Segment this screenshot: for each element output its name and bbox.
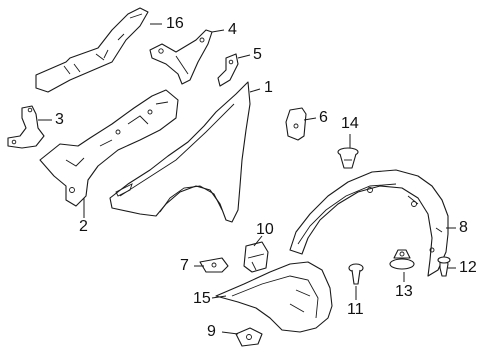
leader-9 (221, 331, 239, 335)
leader-4 (211, 29, 225, 33)
callout-12: 12 (459, 259, 477, 276)
callout-6: 6 (319, 109, 328, 126)
callout-7: 7 (180, 257, 189, 274)
callout-8: 8 (459, 219, 468, 236)
callout-9: 9 (207, 323, 216, 340)
part-4-bracket (149, 29, 213, 85)
part-15-splash-shield (215, 261, 333, 333)
part-10-damper (243, 241, 269, 273)
callout-13: 13 (395, 283, 413, 300)
leader-10 (253, 235, 263, 247)
part-12-screw (437, 256, 451, 277)
leader-lines (38, 23, 456, 335)
leader-6 (303, 117, 317, 121)
part-14-push-clip (337, 147, 359, 169)
callout-14: 14 (341, 115, 359, 132)
part-5-clip (217, 53, 239, 87)
part-3-brace (7, 105, 45, 149)
part-6-bracket (285, 107, 307, 141)
leader-1 (249, 88, 261, 93)
leader-5 (237, 54, 251, 59)
callout-15: 15 (193, 290, 211, 307)
part-1-front-fender (109, 81, 251, 223)
part-8-wheelhouse-liner (289, 169, 449, 277)
callout-3: 3 (55, 111, 64, 128)
part-11-push-pin (348, 263, 364, 285)
part-9-nut (235, 327, 263, 347)
callout-16: 16 (166, 15, 184, 32)
callout-5: 5 (253, 46, 262, 63)
part-2-fender-support (39, 89, 179, 207)
callout-10: 10 (256, 221, 274, 238)
callout-11: 11 (347, 301, 364, 318)
callout-4: 4 (228, 21, 237, 38)
part-13-flange-nut (389, 249, 415, 270)
callout-2: 2 (79, 218, 88, 235)
callout-1: 1 (264, 79, 273, 96)
part-7-clip (199, 257, 229, 273)
leader-15 (211, 295, 227, 299)
part-16-upper-rail (35, 7, 149, 93)
